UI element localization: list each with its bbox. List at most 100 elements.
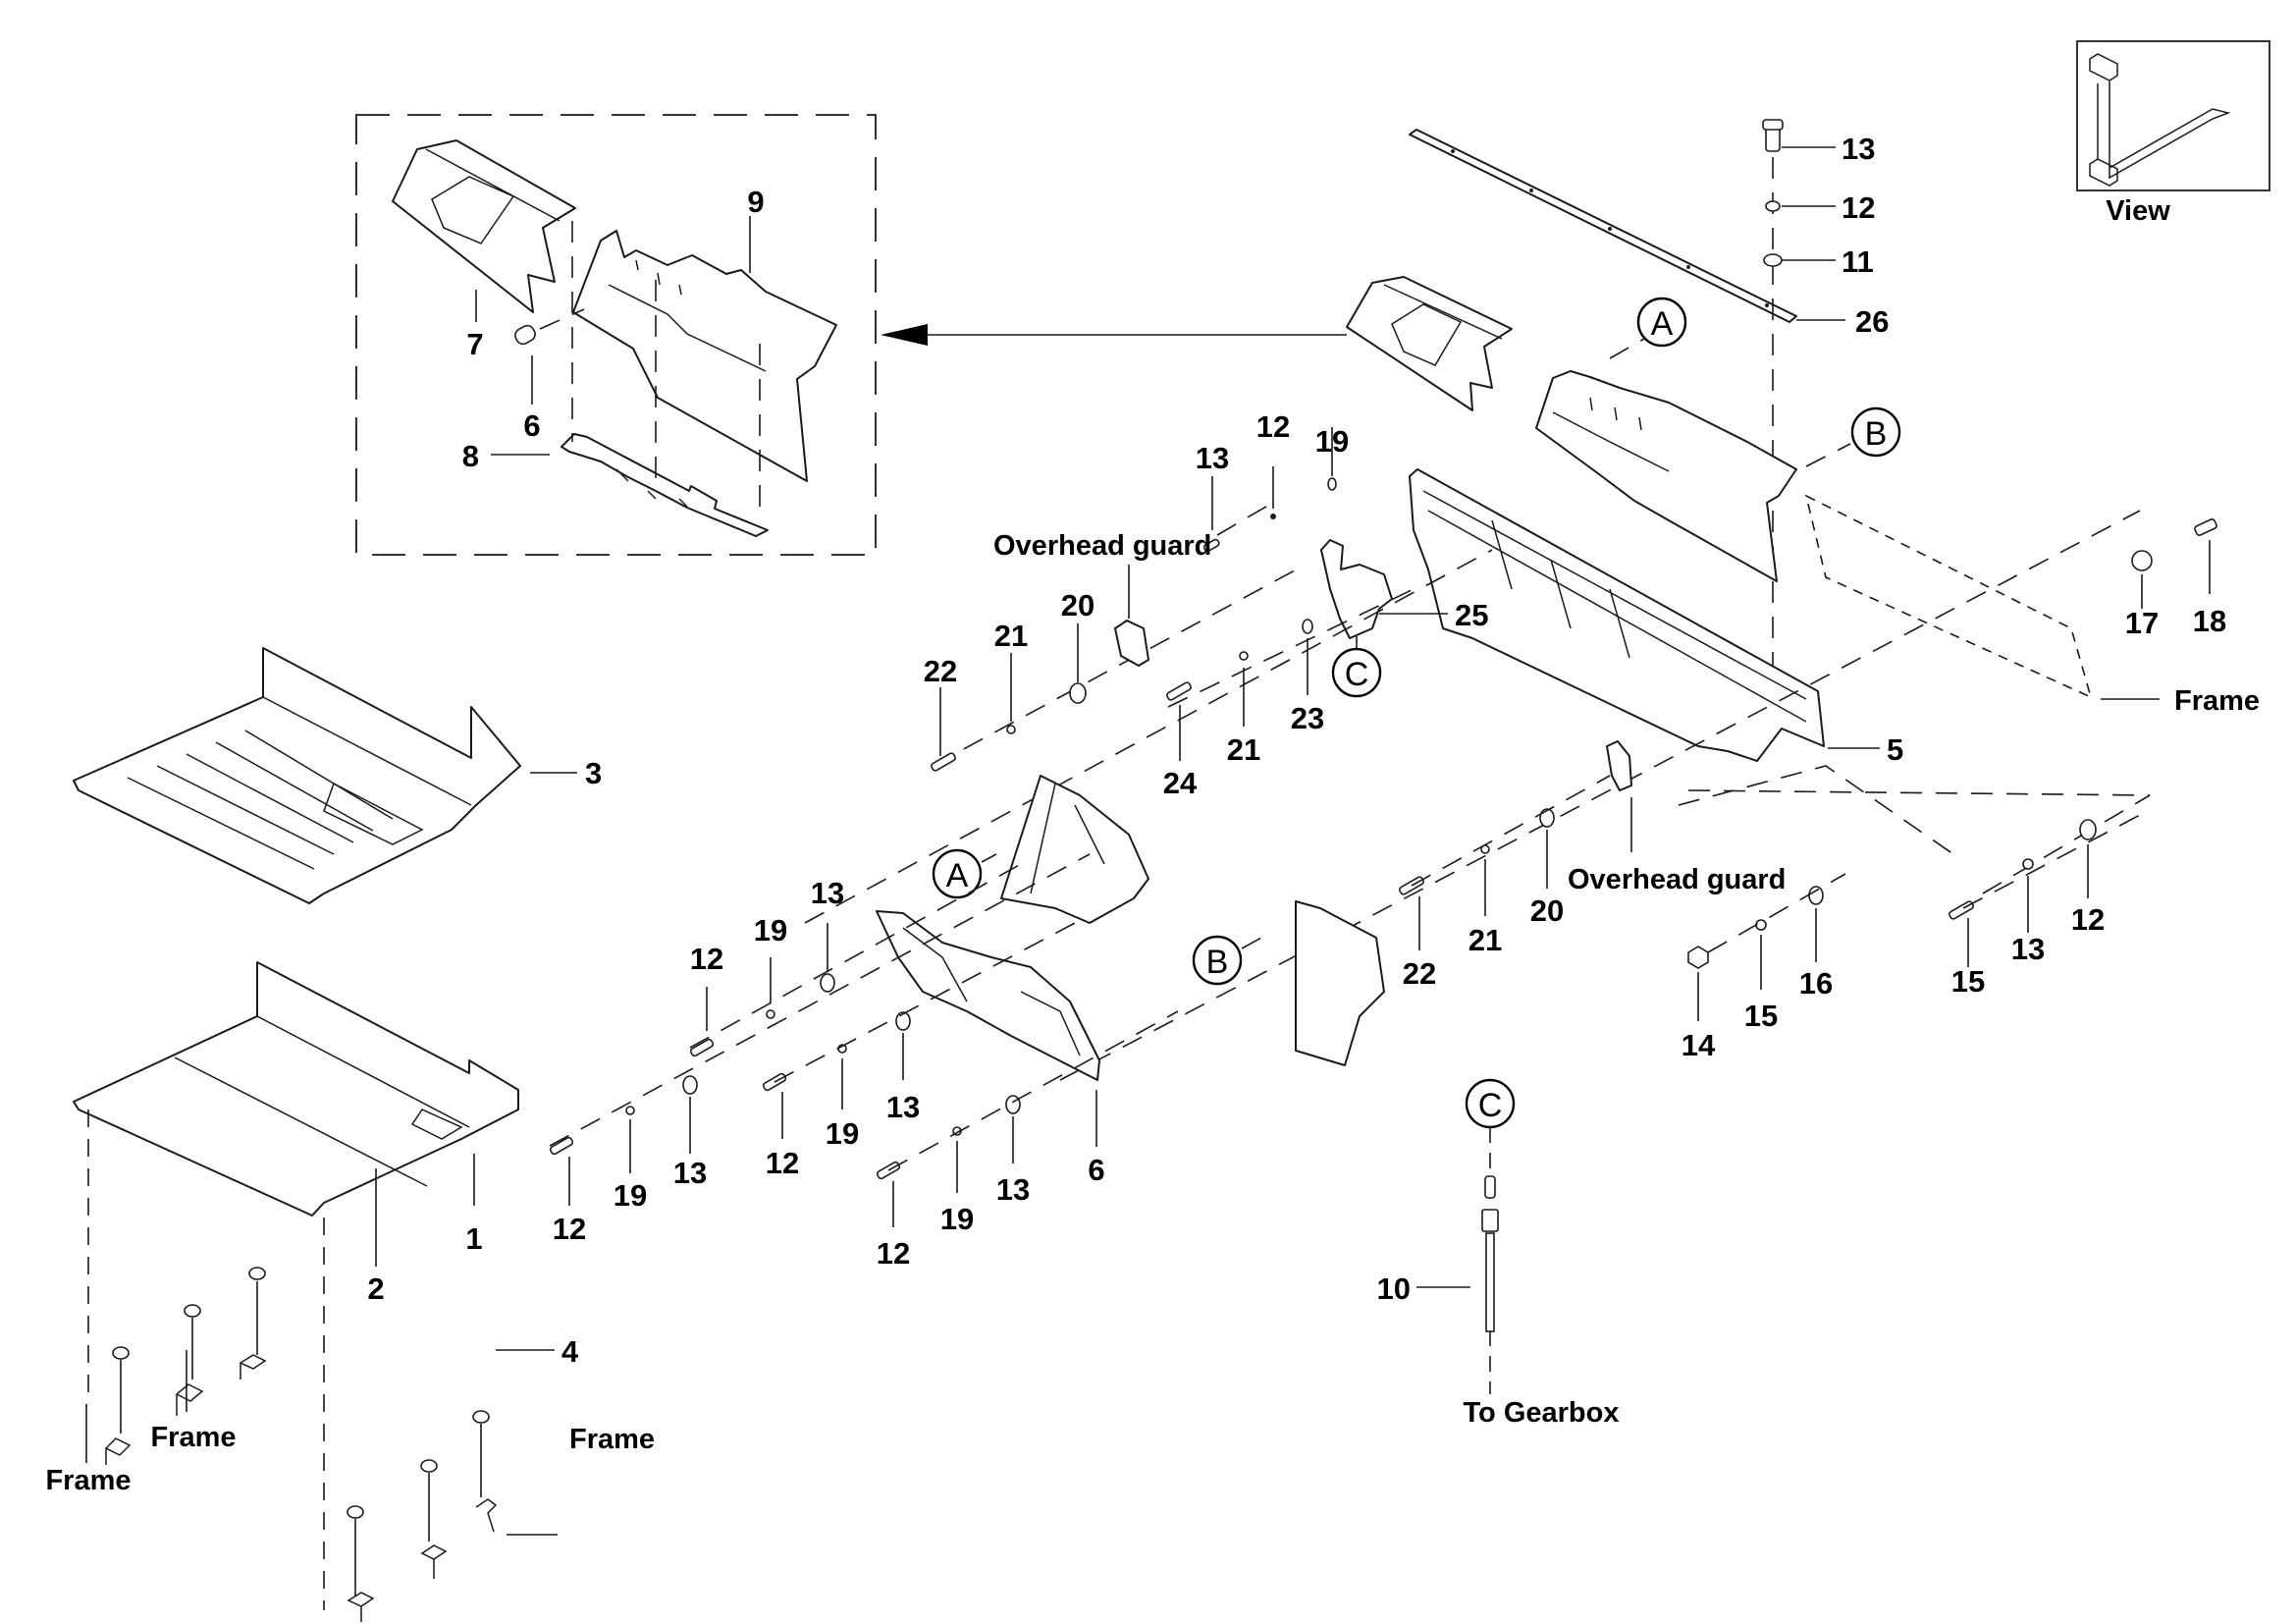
label-part-19-row2: 13 [673, 1156, 707, 1190]
hardware-row-3 [762, 1011, 911, 1092]
view-inset-frame [2076, 40, 2270, 191]
bumper-pad [184, 1304, 201, 1318]
bumper-pad [347, 1505, 364, 1519]
callout-C-cable: C [1465, 1078, 1516, 1129]
view-inset: View [2076, 40, 2270, 227]
part-8-bracket [561, 433, 769, 537]
label-part-21-mid: 21 [1227, 732, 1260, 767]
washer-20-lower [1539, 808, 1555, 828]
washer-17 [2131, 550, 2153, 571]
arrow-head-icon [881, 324, 928, 346]
label-part-12-upper: 12 [1256, 409, 1290, 444]
label-overhead-guard-lower: Overhead guard [1568, 864, 1786, 895]
bolt-24 [1166, 681, 1192, 701]
bolt-22-upper [931, 752, 956, 772]
label-part-21-lower: 21 [1468, 923, 1502, 957]
washer-11-top [1763, 253, 1783, 267]
label-part-13-row2: 12 [553, 1212, 586, 1246]
callout-A-text: A [1651, 305, 1674, 343]
label-part-12-row4: 19 [940, 1202, 974, 1236]
callout-C-text: C [1345, 656, 1369, 693]
label-part-19-row4: 13 [996, 1172, 1030, 1207]
cover-A-lower [1000, 775, 1149, 924]
label-part-13-right: 15 [1951, 964, 1985, 999]
callout-B-top: B [1805, 406, 1901, 467]
bumper-pad [112, 1346, 130, 1360]
part-5-bracket [1409, 468, 1825, 762]
detail-arrow [881, 324, 1347, 346]
label-to-gearbox: To Gearbox [1464, 1397, 1620, 1429]
label-part-10: 10 [1377, 1272, 1411, 1306]
part-1-2-floor-plate [73, 961, 519, 1217]
washer-23 [1302, 619, 1313, 634]
label-part-8: 8 [462, 439, 479, 473]
label-part-12-row1: 19 [754, 913, 787, 947]
hardware-row-1 [689, 973, 835, 1057]
assembly-step-cover [1346, 276, 1797, 582]
callout-A-top: A [1609, 297, 1687, 359]
washer-19-upper [1327, 477, 1337, 491]
washer-21-mid [1239, 651, 1249, 661]
label-part-6: 6 [523, 408, 540, 443]
label-part-19-right: 12 [2071, 902, 2105, 937]
callout-A-lower: A [932, 848, 997, 899]
label-overhead-guard-upper: Overhead guard [993, 530, 1211, 562]
label-part-12-row2: 19 [614, 1178, 647, 1213]
callout-B-lower-text: B [1206, 944, 1229, 981]
hardware-row-2 [549, 1075, 698, 1156]
bumper-pads [112, 1267, 490, 1519]
bolt-13-upper [1202, 538, 1220, 553]
washer-20-upper [1069, 682, 1087, 704]
label-part-16: 16 [1799, 966, 1833, 1001]
bumper-pad [472, 1410, 490, 1424]
bumper-pad [420, 1459, 438, 1473]
overhead-guard-bracket-lower [1606, 740, 1632, 791]
label-part-7: 7 [466, 327, 483, 361]
label-part-19-row3: 13 [886, 1090, 920, 1124]
label-part-20-upper: 20 [1061, 588, 1095, 623]
label-part-21-upper: 21 [994, 619, 1028, 653]
label-part-6-lower: 6 [1088, 1153, 1104, 1187]
label-part-5: 5 [1887, 732, 1903, 767]
label-part-12-top: 12 [1842, 190, 1875, 225]
label-part-1: 1 [465, 1221, 482, 1256]
cover-B-lower [1295, 900, 1385, 1066]
label-part-15: 15 [1744, 999, 1778, 1033]
label-frame-right: Frame [2174, 685, 2260, 717]
callout-B-text: B [1865, 415, 1888, 453]
label-part-13-row4: 12 [877, 1236, 910, 1271]
detail-box: 9 7 6 8 [355, 114, 877, 556]
view-caption: View [2106, 195, 2170, 227]
part-10-cable [1481, 1175, 1499, 1332]
washer-12-right [2022, 858, 2034, 870]
label-frame-left: Frame [45, 1465, 131, 1496]
label-part-14: 14 [1682, 1028, 1716, 1062]
label-part-13-top: 13 [1842, 132, 1875, 166]
label-part-17: 17 [2125, 606, 2159, 640]
label-part-13-row3: 12 [766, 1146, 799, 1180]
part-3-floor-plate [73, 647, 521, 904]
frame-plate [1804, 494, 2093, 699]
bolt-13-top [1762, 119, 1784, 152]
detail-box-outline [355, 114, 877, 556]
bumper-pad [248, 1267, 266, 1280]
label-part-11: 11 [1842, 244, 1874, 279]
fork-icon [2089, 53, 2231, 187]
part-6-pin [514, 324, 536, 346]
bolt-13-right [1949, 900, 1974, 920]
label-part-12-right: 13 [2011, 932, 2045, 966]
label-part-20-lower: 20 [1530, 893, 1564, 928]
bolt-18 [2194, 518, 2217, 536]
frame-clips [104, 1354, 498, 1622]
washer-21-upper [1006, 725, 1016, 734]
label-part-12-row3: 19 [826, 1116, 859, 1151]
label-part-3: 3 [585, 756, 602, 790]
callout-A-lower-text: A [946, 857, 969, 894]
label-part-24: 24 [1163, 766, 1198, 800]
label-part-22-upper: 22 [924, 654, 957, 688]
part-6-cover [876, 910, 1100, 1081]
overhead-guard-bracket-upper [1114, 620, 1149, 667]
label-part-18: 18 [2193, 604, 2226, 638]
part-26-strip [1409, 129, 1797, 323]
label-part-13-row1: 12 [690, 942, 723, 976]
